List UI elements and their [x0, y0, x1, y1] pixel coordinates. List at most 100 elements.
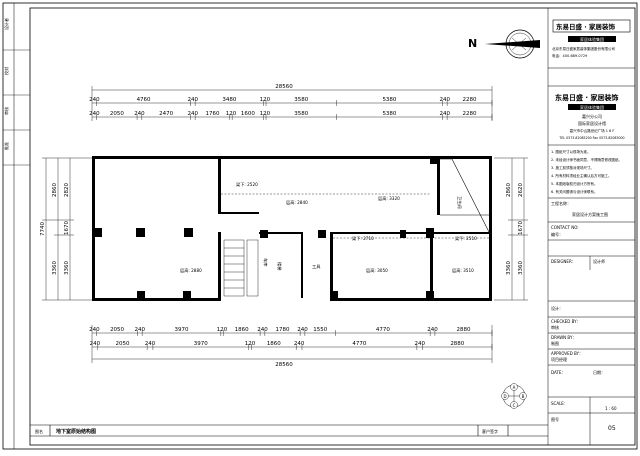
- dim-value: 120: [245, 341, 256, 347]
- strip-label-2: 校对: [3, 67, 9, 75]
- left-overall-dim: 7740: [40, 222, 46, 236]
- room-label-4: 层高: 3320: [378, 195, 400, 202]
- dim-value: 2050: [115, 341, 129, 347]
- note-1: 1. 图纸尺寸以现场为准。: [551, 149, 590, 154]
- bottom-overall-dim: 28560: [275, 362, 293, 368]
- compass-a: A: [513, 385, 516, 390]
- title-block: [547, 8, 635, 445]
- date-value: 日期：: [593, 369, 605, 375]
- notes-block: 1. 图纸尺寸以现场为准。 2. 未经设计师书面同意，不得随意修改图纸。 3. …: [551, 149, 622, 194]
- room-label-7: 层高: 3050: [366, 267, 388, 274]
- company-address: 北京东易日盛家居装饰集团股份有限公司: [552, 46, 615, 51]
- stair-label-2: 车库: [262, 258, 269, 266]
- designer-label: DESIGNER：: [551, 259, 576, 264]
- left-b-dim-2: 1670: [64, 221, 70, 235]
- dim-value: 240: [297, 327, 308, 333]
- dim-value: 2280: [463, 97, 477, 103]
- designer-value: 设计师: [593, 258, 605, 264]
- strip-label-3: 审核: [3, 107, 9, 115]
- dim-value: 5380: [382, 97, 396, 103]
- dim-value: 240: [188, 111, 199, 117]
- branch-phone: TEL 0573-82085200 Fax 0573-82085000: [558, 136, 624, 140]
- dim-value: 4770: [352, 341, 366, 347]
- dim-value: 1780: [275, 327, 289, 333]
- company-logo-top: 东易日盛 · 家居装饰 家居体验集团 北京东易日盛家居装饰集团股份有限公司 电话…: [552, 19, 631, 58]
- note-4: 4. 所有材料须经业主确认后方可施工。: [551, 173, 611, 178]
- bottom-dimensions: [91, 325, 493, 363]
- branch-name: 嘉兴分公司: [582, 113, 602, 119]
- dim-value: 240: [134, 111, 145, 117]
- dim-value: 1600: [241, 111, 255, 117]
- contact-label: CONTACT NO:: [551, 225, 579, 230]
- stair-symbol: [223, 239, 259, 297]
- right-a-dim-1: 2860: [506, 183, 512, 197]
- scale-value: 1 : 60: [605, 406, 617, 411]
- dim-value: 240: [89, 327, 100, 333]
- dim-value: 5380: [382, 111, 396, 117]
- dim-value: 240: [135, 327, 146, 333]
- dim-value: 3970: [194, 341, 208, 347]
- compass-b: B: [522, 394, 525, 399]
- dim-value: 240: [440, 97, 451, 103]
- dim-value: 120: [226, 111, 237, 117]
- dim-value: 3480: [222, 97, 236, 103]
- beam-lines: [221, 193, 489, 239]
- stair-label-1: 楼梯: [276, 262, 283, 270]
- branch-sub: 国际家居设计馆: [578, 120, 606, 126]
- strip-label-1: 设计者: [3, 18, 9, 30]
- dim-value: 2050: [110, 111, 124, 117]
- branch-address: 嘉兴市中山路世纪广场 1 6 F: [570, 128, 615, 133]
- room-label-5: 梁下: 2710: [352, 235, 374, 242]
- dim-value: 4770: [376, 327, 390, 333]
- dim-value: 120: [260, 97, 271, 103]
- dim-value: 3580: [294, 97, 308, 103]
- drawing-border: [29, 7, 636, 446]
- company-contact: 电话：400-689-0729: [552, 53, 587, 58]
- date-label: DATE：: [551, 370, 565, 375]
- drawn-label: DRAWN BY：: [551, 335, 576, 340]
- dim-value: 240: [89, 97, 100, 103]
- sheet-number: 05: [608, 425, 616, 432]
- room-label-3: 层高: 2840: [286, 199, 308, 206]
- tall-room-label: 卫生间: [456, 196, 463, 209]
- dim-value: 2880: [456, 327, 470, 333]
- contact-value: 编号：: [551, 231, 563, 237]
- left-a-dim-1: 2860: [52, 183, 58, 197]
- company-name-top: 东易日盛 · 家居装饰: [556, 22, 615, 31]
- sheet-label: 图号: [551, 416, 559, 422]
- tall-room-outline: [440, 158, 490, 233]
- right-a-dim-2: 3360: [506, 261, 512, 275]
- dim-value: 120: [217, 327, 228, 333]
- top-dimensions: [91, 86, 493, 121]
- dim-value: 3580: [294, 111, 308, 117]
- dim-value: 240: [257, 327, 268, 333]
- design-label: 设计：: [551, 305, 563, 311]
- company-sub-top: 家居体验集团: [580, 36, 604, 42]
- dim-value: 240: [90, 341, 101, 347]
- note-6: 6. 有关问题请与设计师联系。: [551, 189, 597, 194]
- dim-value: 1760: [205, 111, 219, 117]
- company-logo-main: 东易日盛 · 家居装饰 家居体验集团 嘉兴分公司 国际家居设计馆 嘉兴市中山路世…: [555, 93, 625, 140]
- dim-value: 1550: [313, 327, 327, 333]
- checked-label: CHECKED BY：: [551, 319, 581, 324]
- right-b-dim-1: 2620: [518, 183, 524, 197]
- compass-c: C: [513, 403, 516, 408]
- dim-value: 240: [294, 341, 305, 347]
- compass-d: D: [503, 394, 506, 399]
- room-label-1: 层高: 2880: [180, 267, 202, 274]
- left-b-dim-1: 2820: [64, 183, 70, 197]
- checked-value: 审核: [551, 324, 559, 330]
- approved-value: 项目经理: [551, 356, 567, 362]
- dim-value: 240: [188, 97, 199, 103]
- right-b-dim-2: 1670: [518, 221, 524, 235]
- top-overall-dim: 28560: [275, 84, 293, 90]
- sheet-frame: [2, 2, 638, 450]
- dim-value: 2050: [110, 327, 124, 333]
- note-5: 5. 本图纸版权归设计方所有。: [551, 181, 597, 186]
- client-cell-label: 客户签字: [482, 428, 498, 434]
- compass-rose: A B C D: [501, 383, 527, 409]
